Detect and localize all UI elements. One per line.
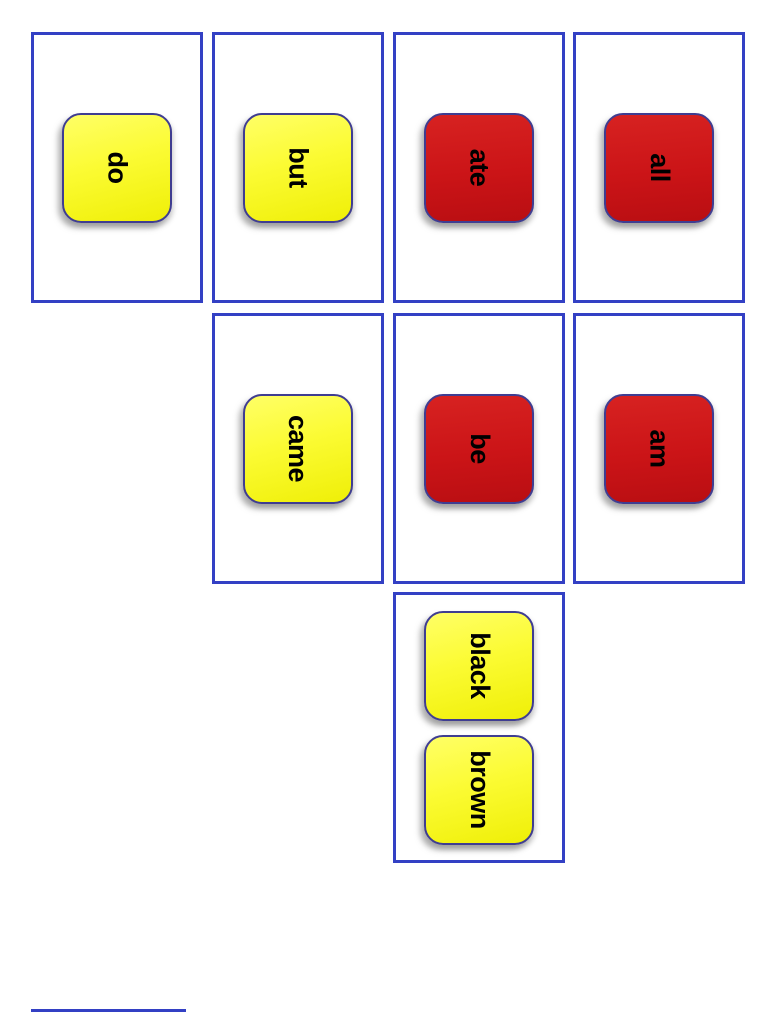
flashcard-black-brown: black brown <box>393 592 565 863</box>
word-label: brown <box>464 750 495 829</box>
word-tile: am <box>604 393 714 504</box>
flashcard-am: am <box>573 313 745 584</box>
word-label: ate <box>464 148 495 187</box>
word-tile: be <box>424 393 534 504</box>
word-label: do <box>102 151 133 184</box>
word-tile: but <box>243 112 353 223</box>
word-tile: do <box>62 112 172 223</box>
flashcard-do: do <box>31 32 203 303</box>
word-label: am <box>644 429 675 468</box>
flashcard-be: be <box>393 313 565 584</box>
word-tile: ate <box>424 112 534 223</box>
flashcard-all: all <box>573 32 745 303</box>
word-label: came <box>283 414 314 483</box>
word-tile: all <box>604 112 714 223</box>
word-tile: brown <box>424 734 534 845</box>
flashcard-but: but <box>212 32 384 303</box>
flashcard-ate: ate <box>393 32 565 303</box>
flashcard-came: came <box>212 313 384 584</box>
word-label: be <box>464 433 495 464</box>
word-label: all <box>644 153 675 182</box>
word-tile: black <box>424 610 534 721</box>
next-card-partial-border <box>31 1009 186 1012</box>
word-label: black <box>464 632 495 699</box>
word-tile: came <box>243 393 353 504</box>
word-label: but <box>283 147 314 188</box>
